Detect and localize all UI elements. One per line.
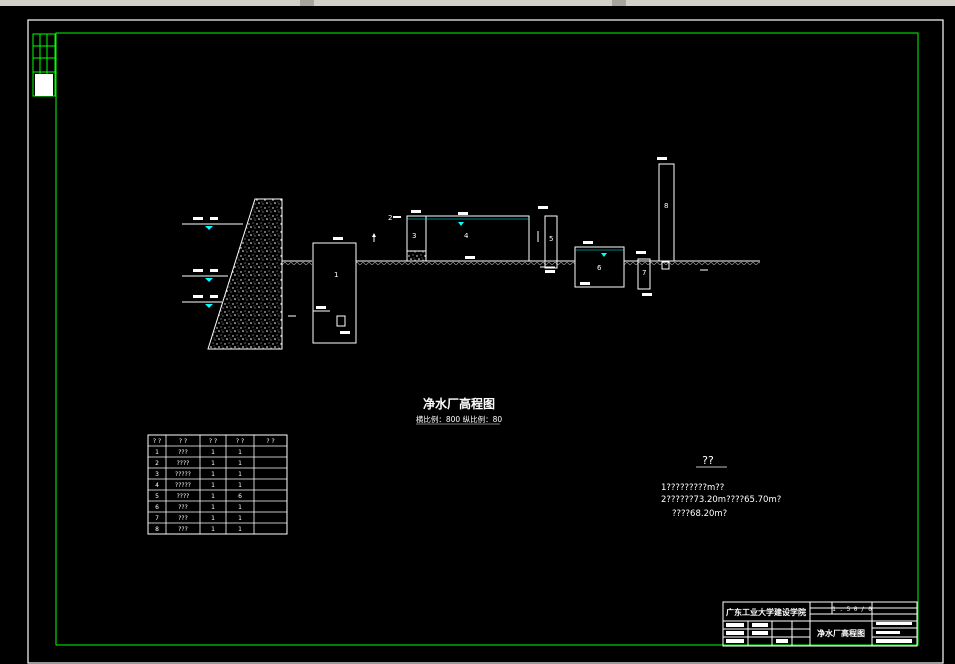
svg-text:6: 6 bbox=[597, 264, 602, 272]
notes-heading: ?? bbox=[702, 454, 714, 467]
legend-cell: 1 bbox=[238, 449, 242, 456]
legend-cell: ??? bbox=[178, 504, 188, 511]
svg-text:7: 7 bbox=[642, 269, 646, 277]
legend-cell: 1 bbox=[211, 515, 215, 522]
svg-text:3: 3 bbox=[412, 232, 416, 240]
legend-cell: ???? bbox=[177, 460, 190, 467]
cad-drawing-canvas[interactable]: 1 2 3 4 5 6 7 8 净水厂高程图 横比例：800 纵比例：80 ? … bbox=[0, 6, 955, 664]
structure-intake-well bbox=[312, 233, 376, 344]
notes-block: ?? 1?????????m?? 2??????73.20m????65.70m… bbox=[661, 454, 781, 519]
legend-cell: 6 bbox=[155, 504, 159, 511]
title-block-scale: 1 : 5 0 / 0 bbox=[832, 606, 872, 613]
legend-cell: 1 bbox=[211, 471, 215, 478]
legend-header-cell: ? ? bbox=[179, 438, 187, 445]
svg-text:8: 8 bbox=[664, 202, 668, 210]
structure-clear-water-reservoir bbox=[574, 241, 625, 288]
title-block-institution: 广东工业大学建设学院 bbox=[726, 607, 806, 617]
legend-cell: 1 bbox=[211, 493, 215, 500]
legend-cell: 1 bbox=[211, 526, 215, 533]
legend-table: ? ? ? ? ? ? ? ? ? ? 1??? 1 1 2???? 1 1 3????? 1 1 4???… bbox=[147, 434, 288, 535]
legend-cell: 1 bbox=[238, 482, 242, 489]
legend-cell: ??? bbox=[178, 515, 188, 522]
svg-text:5: 5 bbox=[549, 235, 553, 243]
structure-pump-house bbox=[636, 251, 652, 296]
legend-cell: 1 bbox=[211, 449, 215, 456]
legend-cell: 1 bbox=[211, 460, 215, 467]
legend-cell: ????? bbox=[175, 482, 191, 489]
legend-cell: 1 bbox=[238, 515, 242, 522]
structure-labels: 1 2 3 4 5 6 7 8 bbox=[334, 202, 668, 279]
legend-cell: 4 bbox=[155, 482, 159, 489]
legend-header-cell: ? ? bbox=[209, 438, 217, 445]
title-block: 广东工业大学建设学院 净水厂高程图 1 : 5 0 / 0 bbox=[722, 601, 918, 647]
legend-cell: 2 bbox=[155, 460, 159, 467]
structure-water-tower bbox=[657, 157, 708, 271]
legend-header-cell: ? ? bbox=[236, 438, 244, 445]
strip-segment bbox=[300, 0, 314, 6]
legend-cell: ???? bbox=[177, 493, 190, 500]
river-embankment bbox=[182, 198, 296, 350]
binding-strip bbox=[32, 33, 56, 97]
legend-cell: 1 bbox=[238, 504, 242, 511]
legend-header-cell: ? ? bbox=[266, 438, 274, 445]
strip-segment bbox=[612, 0, 626, 6]
svg-text:1: 1 bbox=[334, 271, 338, 279]
legend-cell: ????? bbox=[175, 471, 191, 478]
structure-sedimentation-tank bbox=[393, 210, 530, 262]
legend-cell: 5 bbox=[155, 493, 159, 500]
note-line-1: 1?????????m?? bbox=[661, 483, 724, 493]
legend-header-cell: ? ? bbox=[153, 438, 161, 445]
legend-cell: ??? bbox=[178, 449, 188, 456]
legend-cell: 1 bbox=[238, 471, 242, 478]
note-line-2: 2??????73.20m????65.70m? bbox=[661, 495, 781, 505]
legend-cell: 1 bbox=[211, 504, 215, 511]
legend-cell: 7 bbox=[155, 515, 159, 522]
inner-frame bbox=[55, 32, 919, 646]
title-block-drawing-name: 净水厂高程图 bbox=[817, 628, 865, 638]
svg-text:2: 2 bbox=[388, 214, 392, 222]
drawing-scale-line: 横比例：800 纵比例：80 bbox=[416, 414, 502, 424]
svg-text:4: 4 bbox=[464, 232, 469, 240]
structure-filter bbox=[537, 206, 558, 273]
legend-cell: 1 bbox=[238, 526, 242, 533]
window-top-strip bbox=[0, 0, 955, 6]
legend-cell: 1 bbox=[211, 482, 215, 489]
ground-line bbox=[282, 260, 760, 265]
legend-cell: 6 bbox=[238, 493, 242, 500]
legend-cell: 1 bbox=[238, 460, 242, 467]
legend-cell: 1 bbox=[155, 449, 159, 456]
note-line-3: ????68.20m? bbox=[672, 509, 727, 519]
legend-cell: ??? bbox=[178, 526, 188, 533]
legend-cell: 3 bbox=[155, 471, 159, 478]
legend-cell: 8 bbox=[155, 526, 159, 533]
outer-border bbox=[27, 19, 944, 664]
drawing-title: 净水厂高程图 bbox=[423, 396, 495, 411]
